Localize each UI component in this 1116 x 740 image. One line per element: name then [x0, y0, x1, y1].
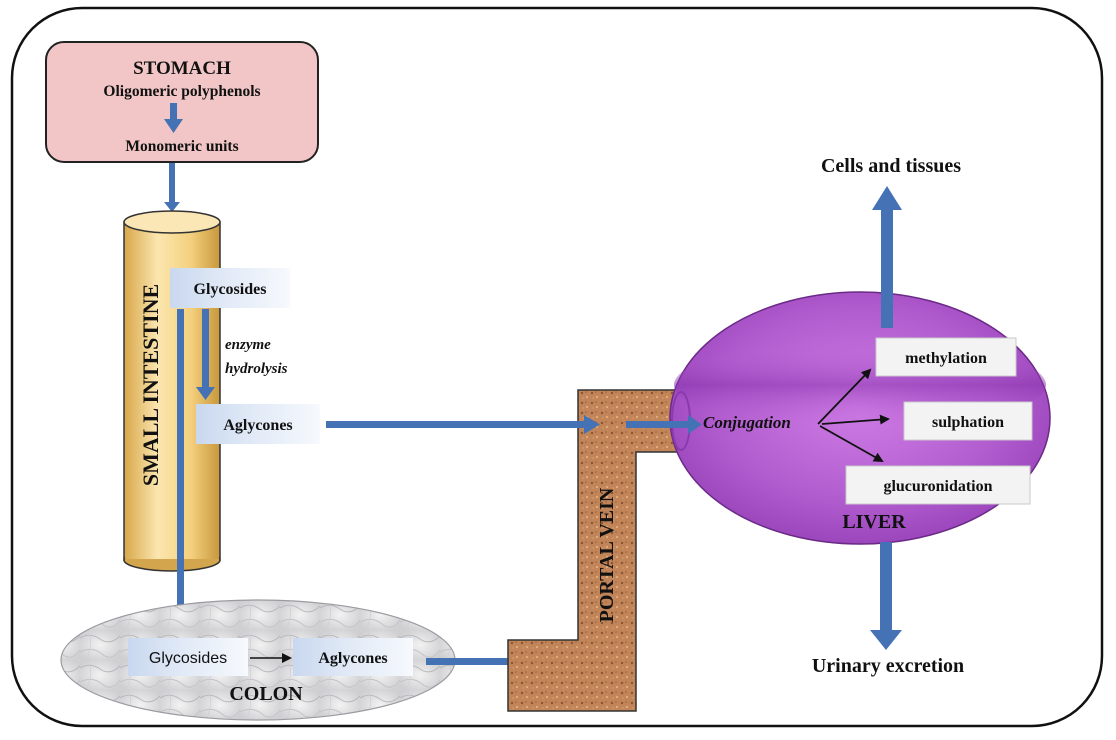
sulphation-box — [903, 401, 1033, 441]
stomach-to-intestine-arrow — [169, 163, 175, 205]
conjugation-to-methylation-arrow — [817, 368, 872, 425]
enzyme-arrow-shaft — [202, 309, 209, 389]
intestine-aglycones-box — [196, 404, 320, 444]
conjugation-label: Conjugation — [703, 413, 791, 432]
cells-and-tissues-label: Cells and tissues — [821, 155, 961, 177]
urinary-excretion-label: Urinary excretion — [812, 655, 964, 677]
methylation-label: methylation — [905, 350, 987, 367]
portal-vein-label: PORTAL VEIN — [596, 487, 618, 622]
liver-to-cells-arrow-shaft — [881, 208, 893, 328]
colon-aglycones-box — [293, 638, 413, 676]
glucuronidation-box — [845, 465, 1031, 505]
sulphation-label: sulphation — [932, 414, 1004, 431]
stomach-line1: Oligomeric polyphenols — [103, 83, 260, 100]
colon-aglycones-label: Aglycones — [318, 650, 387, 667]
intestine-aglycones-label: Aglycones — [223, 417, 292, 434]
intestine-glycosides-box — [170, 268, 290, 308]
glucuronidation-label: glucuronidation — [883, 478, 992, 495]
intestine-to-portal-arrow-shaft — [326, 421, 586, 428]
outer-frame — [10, 6, 1104, 728]
methylation-box — [875, 337, 1017, 377]
stomach-line2: Monomeric units — [125, 138, 238, 155]
intestine-glycosides-label: Glycosides — [194, 281, 267, 298]
liver-to-urinary-arrow-head — [870, 630, 902, 650]
colon-label: COLON — [229, 683, 303, 705]
colon-to-portal-arrow-shaft — [426, 658, 512, 665]
enzyme-arrow-head — [196, 387, 215, 400]
portal-to-liver-arrow-head — [688, 415, 702, 434]
stomach-to-intestine-arrow-head — [164, 202, 180, 212]
conjugation-to-glucuronidation-arrow — [819, 425, 884, 462]
colon-glycosides-box — [128, 638, 248, 676]
stomach-box — [45, 41, 319, 163]
liver-to-urinary-arrow-shaft — [880, 542, 892, 632]
stomach-title: STOMACH — [133, 58, 231, 79]
small-intestine-label: SMALL INTESTINE — [138, 284, 163, 486]
intestine-to-portal-arrow-head — [584, 415, 600, 434]
conjugation-to-sulphation-arrow — [821, 414, 890, 425]
stomach-group: STOMACH Oligomeric polyphenols Monomeric… — [45, 41, 319, 163]
liver-to-cells-arrow-head — [872, 186, 902, 210]
stomach-internal-arrow-head — [164, 119, 183, 133]
enzyme-label-line1: enzyme — [225, 337, 271, 353]
liver-label: LIVER — [842, 511, 906, 533]
glycosides-to-colon-arrow-shaft — [177, 309, 184, 621]
stomach-internal-arrow-shaft — [170, 103, 177, 121]
portal-to-liver-arrow-shaft — [626, 421, 690, 428]
enzyme-label-line2: hydrolysis — [225, 361, 288, 377]
colon-glycosides-label: Glycosides — [149, 650, 227, 667]
